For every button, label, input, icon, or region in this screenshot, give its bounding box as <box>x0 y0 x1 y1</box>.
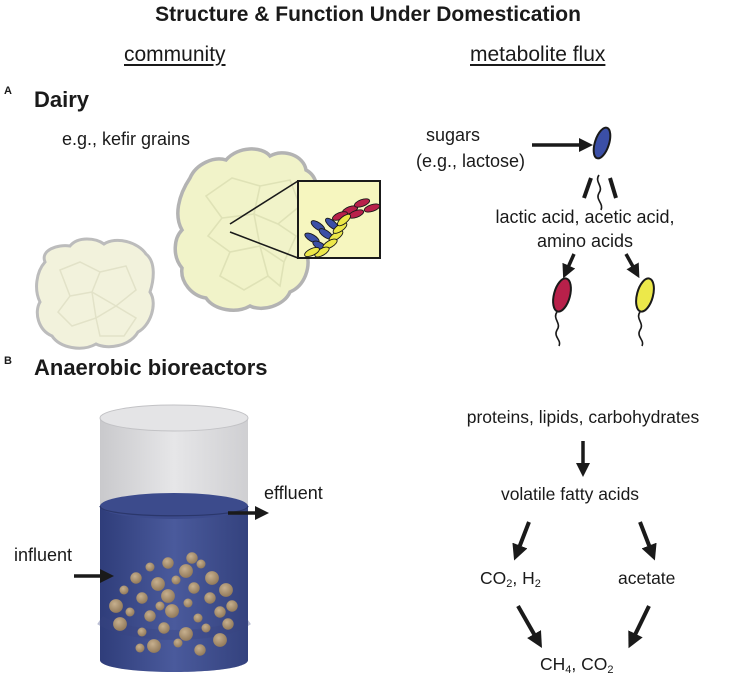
effluent-label: effluent <box>264 483 323 503</box>
granule <box>165 604 179 618</box>
inset-cell <box>353 198 371 208</box>
inset-cell <box>314 246 330 258</box>
metabolite-flux-column-heading: metabolite flux <box>470 43 606 66</box>
dairy-products-line-2: amino acids <box>536 231 634 251</box>
vfa-label: volatile fatty acids <box>500 484 640 504</box>
co2-h2-label: CO2, H2 <box>480 568 541 590</box>
community-column-heading: community <box>124 43 226 66</box>
granule <box>219 583 233 597</box>
acetate-label: acetate <box>618 568 676 588</box>
lactose-label: (e.g., lactose) <box>416 151 526 171</box>
inset-cell <box>337 213 351 227</box>
panel-b-letter: B <box>4 355 12 367</box>
granule <box>113 617 127 631</box>
granule <box>196 559 206 569</box>
panel-a-letter: A <box>4 85 12 97</box>
granule <box>144 610 156 622</box>
substrates-label: proteins, lipids, carbohydrates <box>466 407 700 427</box>
large-kefir-grain <box>173 147 320 312</box>
granule <box>204 592 216 604</box>
granule <box>188 582 200 594</box>
bioreactor-arrows <box>74 506 269 583</box>
granule <box>183 598 193 608</box>
granule <box>213 633 227 647</box>
kefir-example-label: e.g., kefir grains <box>62 129 191 149</box>
granule <box>125 607 135 617</box>
granule <box>130 572 142 584</box>
granule <box>226 600 238 612</box>
influent-label: influent <box>14 545 73 565</box>
anaerobic-flux-arrows <box>512 441 657 649</box>
granule <box>186 552 198 564</box>
granule <box>119 585 129 595</box>
granule <box>161 589 175 603</box>
granule <box>145 562 155 572</box>
granule <box>193 613 203 623</box>
panel-a-title: Dairy <box>34 87 90 112</box>
inset-cell <box>304 246 320 258</box>
figure-title: Structure & Function Under Domestication <box>155 3 581 26</box>
granule <box>162 557 174 569</box>
granule <box>222 618 234 630</box>
granule <box>151 577 165 591</box>
granule <box>179 627 193 641</box>
granule <box>147 639 161 653</box>
dairy-flux-arrows <box>532 138 640 279</box>
blue-bacterium <box>592 126 612 211</box>
granule <box>171 575 181 585</box>
granule <box>194 644 206 656</box>
small-kefir-grain <box>35 237 155 350</box>
granule <box>201 623 211 633</box>
yellow-bacterium <box>635 277 655 347</box>
kefir-zoom-inset <box>229 180 381 259</box>
granule <box>173 638 183 648</box>
red-bacterium <box>552 277 572 347</box>
inset-cell <box>363 203 381 213</box>
granule <box>109 599 123 613</box>
granule <box>137 627 147 637</box>
ch4-co2-label: CH4, CO2 <box>540 654 614 676</box>
granule <box>205 571 219 585</box>
granule <box>136 592 148 604</box>
granule <box>158 622 170 634</box>
granule <box>135 643 145 653</box>
dairy-products-line-1: lactic acid, acetic acid, <box>495 207 675 227</box>
bioreactor-vessel <box>97 404 251 672</box>
granule <box>179 564 193 578</box>
granule <box>155 601 165 611</box>
sugars-label: sugars <box>426 125 481 145</box>
granule <box>214 606 226 618</box>
panel-b-title: Anaerobic bioreactors <box>34 355 268 380</box>
